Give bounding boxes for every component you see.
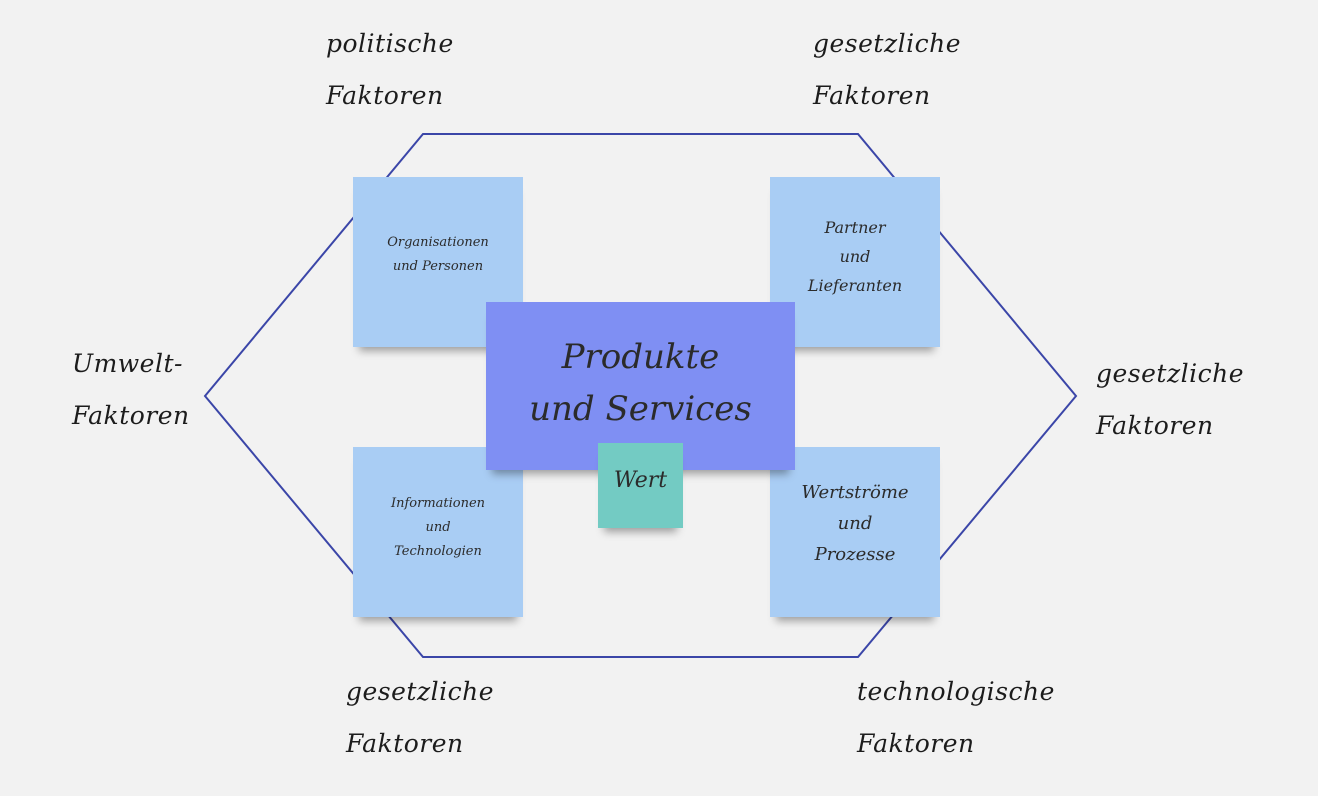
sticky-information-technology-text: Informationen und Technologien <box>391 492 485 564</box>
hexagon-shape <box>203 133 1078 658</box>
factor-legal-top: gesetzliche Faktoren <box>813 18 961 122</box>
factor-environmental: Umwelt- Faktoren <box>72 338 190 442</box>
factor-legal-right-line2: Faktoren <box>1096 411 1214 440</box>
sticky-value-streams-processes-text: Wertströme und Prozesse <box>801 477 908 570</box>
factor-legal-right: gesetzliche Faktoren <box>1096 348 1244 452</box>
factor-technological-line1: technologische <box>857 677 1055 706</box>
sticky-partners-suppliers-text: Partner und Lieferanten <box>808 213 902 300</box>
sticky-value-streams-processes: Wertströme und Prozesse <box>770 447 940 617</box>
sticky-organizations-people-text: Organisationen und Personen <box>387 231 489 279</box>
sticky-products-services-line1: Produkte <box>561 337 720 377</box>
sticky-information-technology-line3: Technologien <box>394 544 482 559</box>
sticky-information-technology-line1: Informationen <box>390 496 486 511</box>
sticky-partners-suppliers-line1: Partner <box>824 217 886 237</box>
factor-legal-bottom: gesetzliche Faktoren <box>346 666 494 770</box>
sticky-organizations-people-line2: und Personen <box>392 259 484 274</box>
sticky-value-streams-processes-line3: Prozesse <box>814 543 896 565</box>
sticky-organizations-people-line1: Organisationen <box>387 235 489 250</box>
factor-legal-bottom-line1: gesetzliche <box>346 677 495 706</box>
sticky-value: Wert <box>598 443 683 528</box>
factor-political-line2: Faktoren <box>326 81 444 110</box>
sticky-value-label: Wert <box>613 468 668 493</box>
factor-legal-bottom-line2: Faktoren <box>346 729 464 758</box>
sticky-products-services-line2: und Services <box>529 389 752 429</box>
sticky-value-streams-processes-line1: Wertströme <box>801 481 909 503</box>
sticky-products-services-text: Produkte und Services <box>529 331 752 435</box>
sticky-value-streams-processes-line2: und <box>837 512 873 534</box>
sticky-partners-suppliers: Partner und Lieferanten <box>770 177 940 347</box>
sticky-partners-suppliers-line3: Lieferanten <box>807 275 903 295</box>
factor-environmental-line2: Faktoren <box>72 401 190 430</box>
sticky-products-services: Produkte und Services <box>486 302 795 470</box>
sticky-partners-suppliers-line2: und <box>839 246 871 266</box>
factor-technological: technologische Faktoren <box>857 666 1055 770</box>
factor-political-line1: politische <box>326 29 454 58</box>
factor-technological-line2: Faktoren <box>857 729 975 758</box>
factor-environmental-line1: Umwelt- <box>72 349 183 378</box>
factor-legal-top-line2: Faktoren <box>813 81 931 110</box>
factor-political: politische Faktoren <box>326 18 454 122</box>
sticky-information-technology-line2: und <box>425 520 451 535</box>
factor-legal-top-line1: gesetzliche <box>813 29 962 58</box>
factor-legal-right-line1: gesetzliche <box>1096 359 1245 388</box>
sticky-information-technology: Informationen und Technologien <box>353 447 523 617</box>
